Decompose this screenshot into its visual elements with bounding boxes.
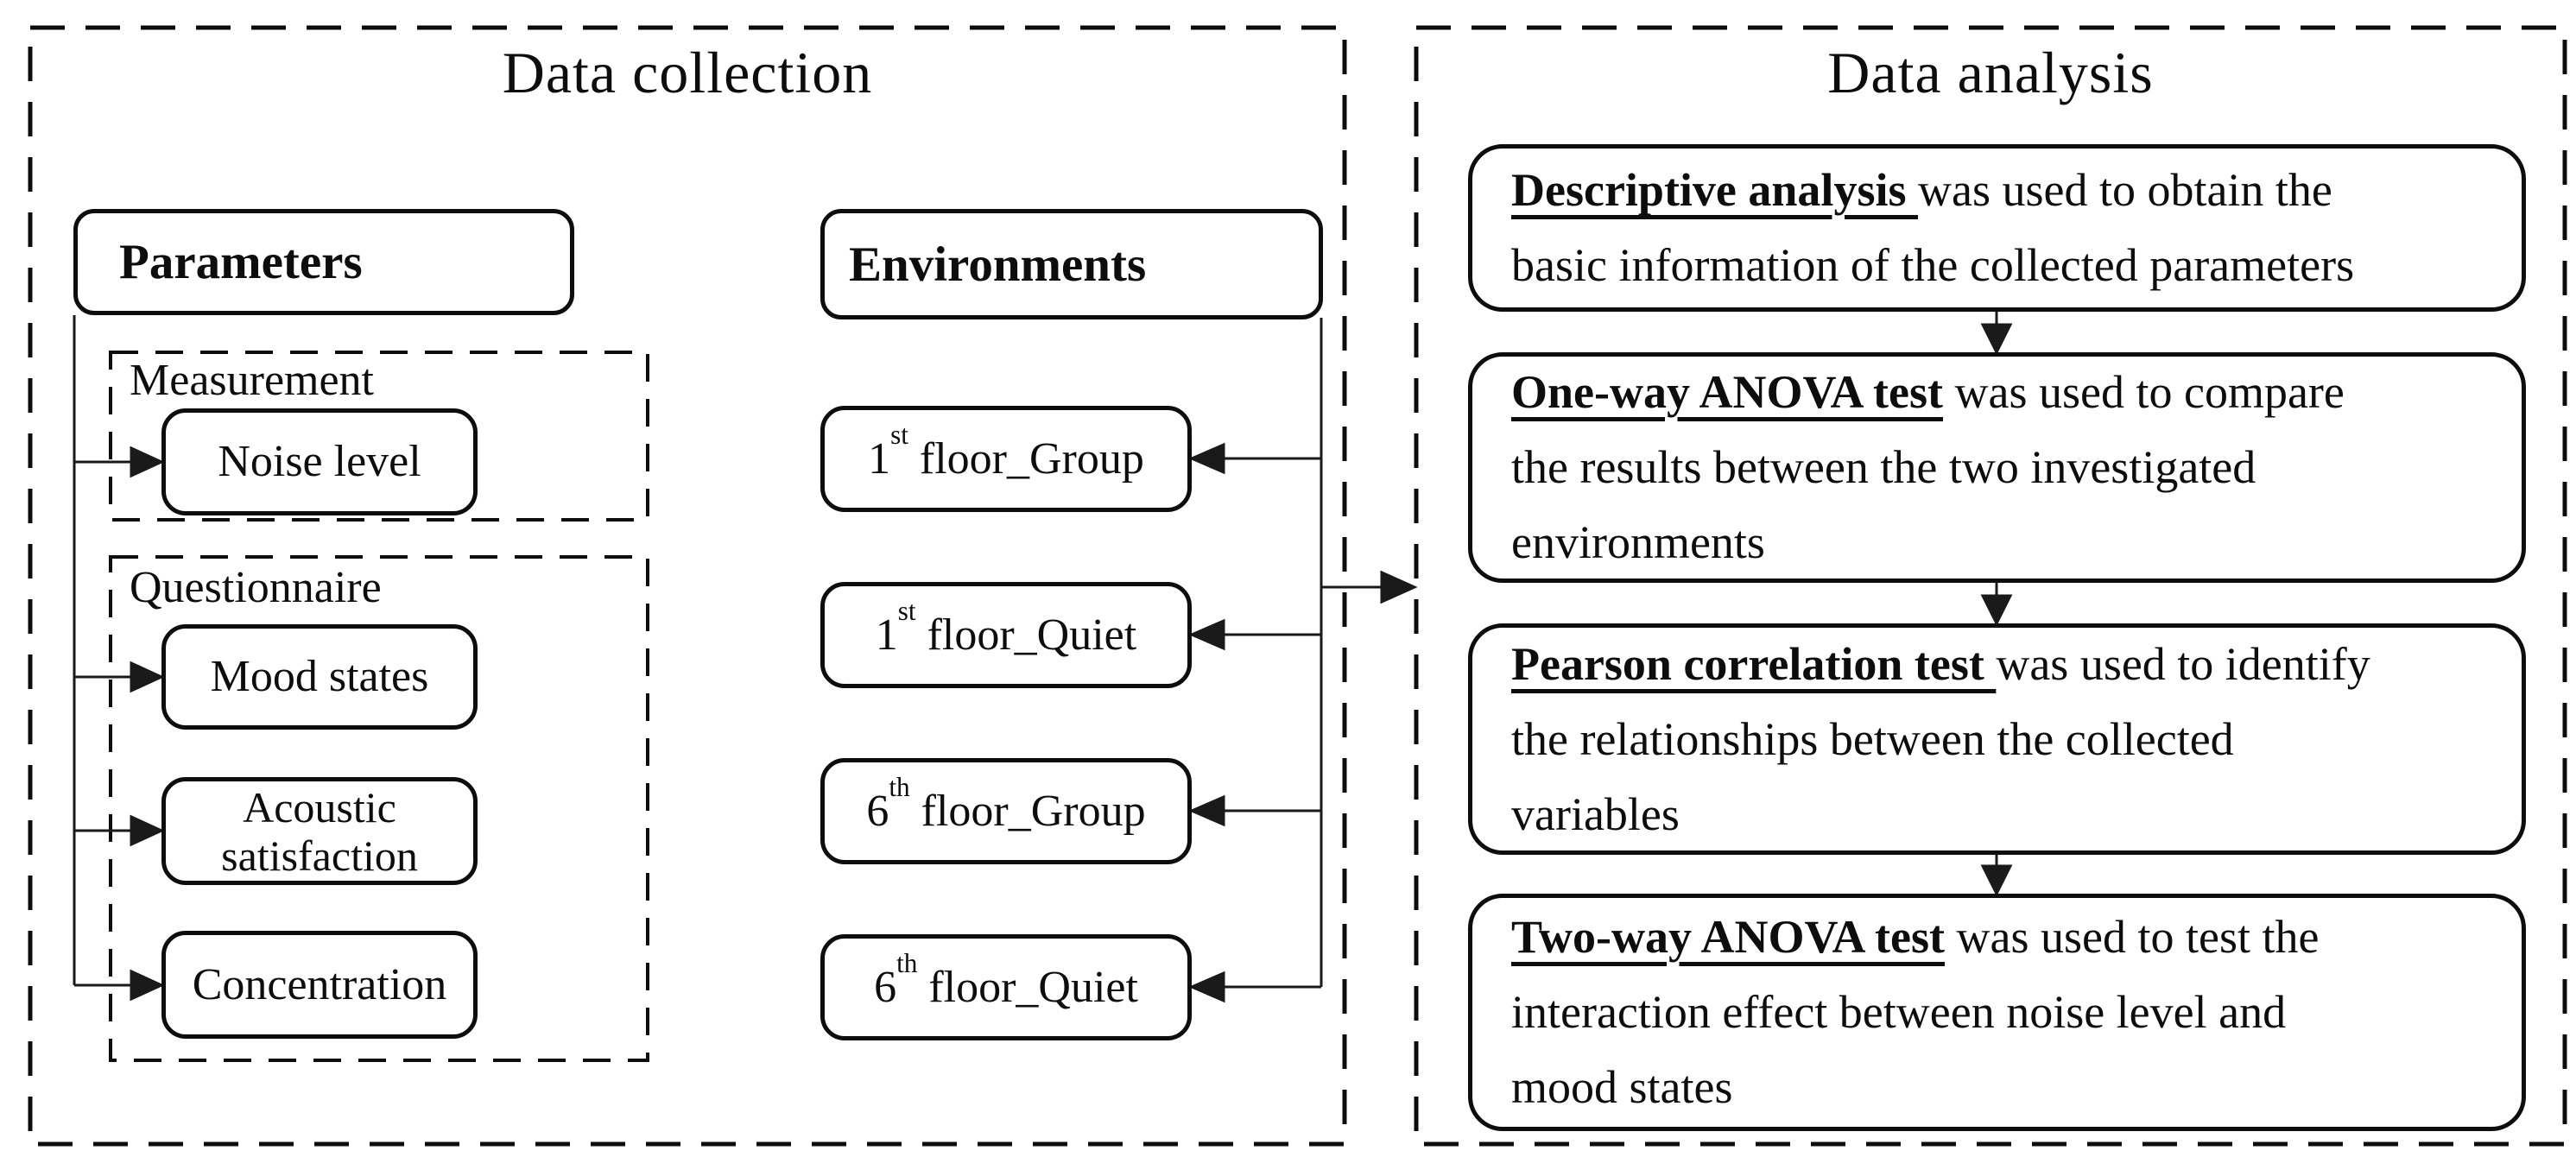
env-2-ordinal: st: [897, 595, 916, 626]
arrowhead-1st-floor-quiet: [1188, 618, 1225, 651]
concentration-label: Concentration: [192, 959, 447, 1009]
questionnaire-group-border: [109, 555, 649, 1062]
env-4-ordinal: th: [896, 947, 918, 978]
env-6th-floor-group-box: 6th floor_Group: [820, 758, 1192, 864]
env-1-ordinal: st: [890, 419, 908, 450]
arrowhead-noise-level: [130, 446, 165, 478]
data-analysis-title: Data analysis: [1827, 40, 2154, 105]
env-2-rest: floor_Quiet: [915, 610, 1137, 660]
arrowhead-step3-step4: [1980, 864, 2013, 897]
arrowhead-6th-floor-group: [1188, 794, 1225, 827]
environments-connector-arrows: [1188, 318, 1418, 1003]
env-4-rest: floor_Quiet: [917, 962, 1138, 1012]
measurement-group-border: [109, 351, 649, 522]
analysis-step-text: Descriptive analysis was used to obtain …: [1511, 164, 2355, 291]
noise-level-box: Noise level: [161, 408, 478, 515]
env-3-ordinal: th: [889, 771, 910, 802]
arrowhead-1st-floor-group: [1188, 442, 1225, 475]
arrowhead-concentration: [130, 969, 165, 1002]
analysis-down-arrows: [1980, 312, 2013, 897]
arrowhead-step2-step3: [1980, 594, 2013, 627]
env-1st-floor-group-label: 1st floor_Group: [868, 420, 1144, 484]
parameters-connector-arrows: [73, 315, 165, 1002]
questionnaire-group-label: Questionnaire: [130, 563, 382, 612]
arrowhead-mood-states: [130, 661, 165, 693]
analysis-step-descriptive-box: Descriptive analysis was used to obtain …: [1468, 144, 2526, 312]
parameters-header-box: Parameters: [73, 209, 574, 315]
arrowhead-step1-step2: [1980, 323, 2013, 356]
env-3-num: 6: [866, 786, 889, 836]
env-4-num: 6: [874, 962, 897, 1012]
analysis-step-pearson-box: Pearson correlation test was used to ide…: [1468, 623, 2526, 855]
mood-states-label: Mood states: [210, 652, 429, 701]
env-2-label: 1st floor_Quiet: [875, 597, 1137, 661]
env-4-label: 6th floor_Quiet: [874, 949, 1138, 1013]
arrowhead-collection-to-analysis: [1380, 570, 1418, 604]
env-1-num: 1: [868, 433, 891, 484]
arrowhead-acoustic-satisfaction: [130, 814, 165, 847]
arrowhead-6th-floor-quiet: [1188, 971, 1225, 1003]
noise-level-label: Noise level: [218, 437, 421, 486]
env-2-num: 1: [875, 610, 898, 660]
acoustic-satisfaction-label: Acoustic satisfaction: [221, 782, 418, 880]
data-collection-title: Data collection: [502, 40, 873, 105]
data-analysis-section-border: [1414, 25, 2567, 1147]
env-1-rest: floor_Group: [908, 433, 1144, 484]
parameters-header-label: Parameters: [119, 235, 363, 289]
environments-header-label: Environments: [849, 237, 1147, 292]
env-1st-floor-group-box: 1st floor_Group: [820, 406, 1192, 512]
env-3-label: 6th floor_Group: [866, 773, 1146, 837]
acoustic-satisfaction-box: Acoustic satisfaction: [161, 777, 478, 885]
analysis-step-text: Pearson correlation test was used to ide…: [1511, 637, 2370, 840]
env-6th-floor-quiet-box: 6th floor_Quiet: [820, 934, 1192, 1040]
measurement-group-label: Measurement: [130, 356, 375, 405]
mood-states-box: Mood states: [161, 624, 478, 730]
concentration-box: Concentration: [161, 931, 478, 1039]
env-1st-floor-quiet-box: 1st floor_Quiet: [820, 582, 1192, 688]
environments-header-box: Environments: [820, 209, 1323, 319]
env-3-rest: floor_Group: [909, 786, 1146, 836]
